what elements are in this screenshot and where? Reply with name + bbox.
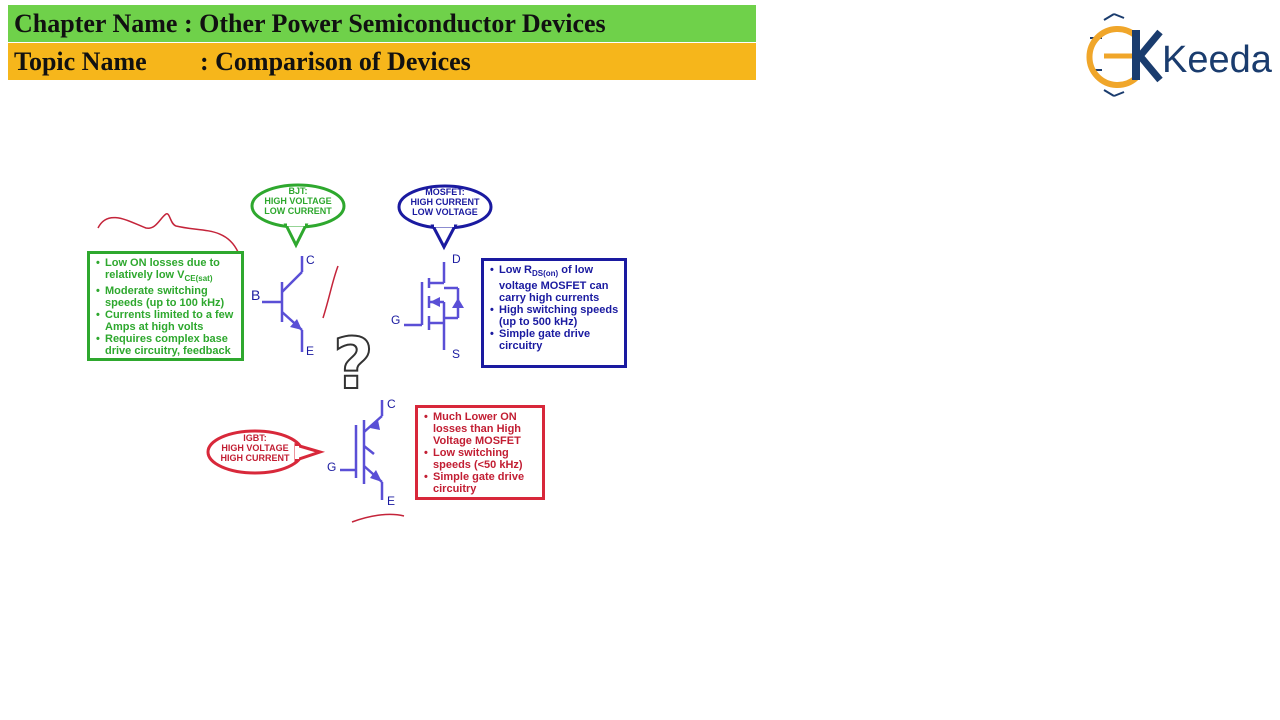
igbt-bubble: IGBT: HIGH VOLTAGE HIGH CURRENT bbox=[206, 433, 304, 463]
bjt-pin-c: C bbox=[306, 253, 315, 267]
mosfet-symbol bbox=[404, 262, 458, 350]
mosfet-bubble-line: HIGH CURRENT bbox=[398, 197, 492, 207]
mosfet-feature: Low RDS(on) of low voltage MOSFET can ca… bbox=[490, 264, 620, 304]
bjt-pin-b: B bbox=[251, 287, 260, 303]
annotation-stroke bbox=[323, 266, 338, 318]
mosfet-bubble-line: MOSFET: bbox=[398, 187, 492, 197]
bjt-feature: Requires complex base drive circuitry, f… bbox=[96, 333, 237, 357]
mosfet-body-diode bbox=[452, 298, 464, 308]
igbt-pin-e: E bbox=[387, 494, 395, 508]
bjt-bubble: BJT: HIGH VOLTAGE LOW CURRENT bbox=[252, 186, 344, 216]
bjt-features-box: Low ON losses due to relatively low VCE(… bbox=[87, 251, 244, 361]
igbt-pin-g: G bbox=[327, 460, 336, 474]
mosfet-bubble-tail bbox=[433, 226, 455, 247]
mosfet-pin-s: S bbox=[452, 347, 460, 361]
igbt-feature: Much Lower ON losses than High Voltage M… bbox=[424, 411, 538, 447]
mosfet-feature: Simple gate drive circuitry bbox=[490, 328, 620, 352]
mosfet-pin-d: D bbox=[452, 252, 461, 266]
igbt-bubble-line: HIGH CURRENT bbox=[206, 453, 304, 463]
mosfet-features-box: Low RDS(on) of low voltage MOSFET can ca… bbox=[481, 258, 627, 368]
bjt-feature: Currents limited to a few Amps at high v… bbox=[96, 309, 237, 333]
igbt-features-box: Much Lower ON losses than High Voltage M… bbox=[415, 405, 545, 500]
bjt-feature: Moderate switching speeds (up to 100 kHz… bbox=[96, 285, 237, 309]
igbt-pin-c: C bbox=[387, 397, 396, 411]
bjt-feature: Low ON losses due to relatively low VCE(… bbox=[96, 257, 237, 285]
mosfet-pin-g: G bbox=[391, 313, 400, 327]
mosfet-arrow bbox=[430, 297, 440, 307]
mosfet-bubble-line: LOW VOLTAGE bbox=[398, 207, 492, 217]
question-mark: ? bbox=[333, 329, 374, 399]
bjt-bubble-tail bbox=[286, 225, 306, 245]
bjt-pin-e: E bbox=[306, 344, 314, 358]
igbt-symbol bbox=[340, 400, 382, 500]
mosfet-bubble: MOSFET: HIGH CURRENT LOW VOLTAGE bbox=[398, 187, 492, 217]
igbt-feature: Low switching speeds (<50 kHz) bbox=[424, 447, 538, 471]
igbt-bubble-line: HIGH VOLTAGE bbox=[206, 443, 304, 453]
bjt-bubble-line: LOW CURRENT bbox=[252, 206, 344, 216]
bjt-bubble-line: BJT: bbox=[252, 186, 344, 196]
mosfet-feature: High switching speeds (up to 500 kHz) bbox=[490, 304, 620, 328]
annotation-scribble bbox=[98, 214, 238, 252]
igbt-bubble-line: IGBT: bbox=[206, 433, 304, 443]
bjt-symbol bbox=[262, 256, 302, 352]
annotation-underline bbox=[352, 514, 404, 522]
igbt-feature: Simple gate drive circuitry bbox=[424, 471, 538, 495]
bjt-bubble-line: HIGH VOLTAGE bbox=[252, 196, 344, 206]
